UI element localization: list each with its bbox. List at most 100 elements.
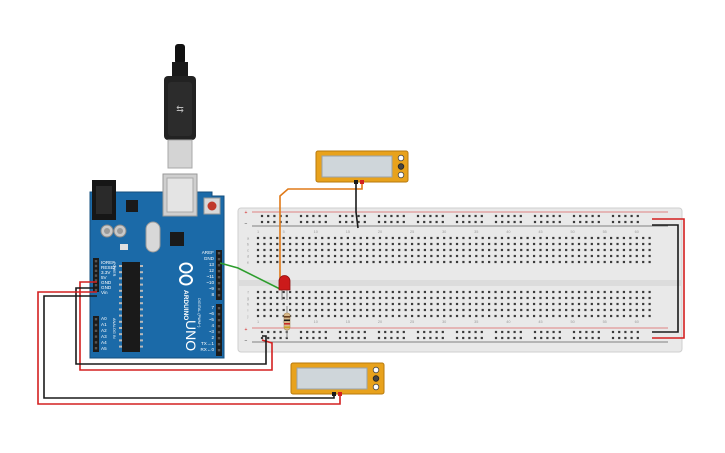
breadboard-hole[interactable] xyxy=(391,254,394,258)
breadboard-hole[interactable] xyxy=(629,260,632,264)
breadboard-hole[interactable] xyxy=(577,314,581,318)
breadboard-hole[interactable] xyxy=(402,336,405,340)
breadboard-hole[interactable] xyxy=(545,314,548,318)
breadboard-hole[interactable] xyxy=(526,302,529,306)
breadboard-hole[interactable] xyxy=(603,254,606,258)
breadboard-hole[interactable] xyxy=(622,236,626,240)
breadboard-hole[interactable] xyxy=(378,308,382,312)
breadboard-hole[interactable] xyxy=(260,220,264,224)
breadboard-hole[interactable] xyxy=(545,308,548,312)
breadboard-hole[interactable] xyxy=(500,236,504,240)
breadboard-hole[interactable] xyxy=(404,296,407,300)
breadboard-hole[interactable] xyxy=(443,302,446,306)
wire-orange-meter-to-led[interactable] xyxy=(279,183,363,278)
breadboard-hole[interactable] xyxy=(611,330,615,334)
header-pin-socket[interactable] xyxy=(217,325,221,328)
breadboard-hole[interactable] xyxy=(480,330,483,334)
breadboard-hole[interactable] xyxy=(571,254,574,258)
breadboard-hole[interactable] xyxy=(500,314,504,318)
breadboard-hole[interactable] xyxy=(546,336,549,340)
breadboard-hole[interactable] xyxy=(611,336,615,340)
breadboard-hole[interactable] xyxy=(308,242,311,246)
breadboard-hole[interactable] xyxy=(622,248,626,252)
breadboard-hole[interactable] xyxy=(282,242,285,246)
breadboard-hole[interactable] xyxy=(289,308,292,312)
breadboard-hole[interactable] xyxy=(391,260,394,264)
multimeter-top-probe-a-icon[interactable] xyxy=(397,154,405,162)
breadboard-hole[interactable] xyxy=(263,254,266,258)
breadboard-hole[interactable] xyxy=(540,220,543,224)
breadboard-hole[interactable] xyxy=(289,296,292,300)
breadboard-hole[interactable] xyxy=(494,336,498,340)
breadboard-hole[interactable] xyxy=(474,214,477,218)
breadboard-hole[interactable] xyxy=(571,242,574,246)
breadboard-hole[interactable] xyxy=(398,302,401,306)
breadboard-hole[interactable] xyxy=(308,254,311,258)
breadboard-hole[interactable] xyxy=(500,308,504,312)
multimeter-bottom-terminal-pos[interactable] xyxy=(338,392,342,396)
breadboard-hole[interactable] xyxy=(630,336,633,340)
header-pin-socket[interactable] xyxy=(217,331,221,334)
breadboard-hole[interactable] xyxy=(624,220,627,224)
breadboard-hole[interactable] xyxy=(494,330,498,334)
breadboard-hole[interactable] xyxy=(391,242,394,246)
breadboard-hole[interactable] xyxy=(584,260,587,264)
breadboard-hole[interactable] xyxy=(552,308,555,312)
breadboard-hole[interactable] xyxy=(462,308,465,312)
breadboard-hole[interactable] xyxy=(256,248,260,252)
breadboard-hole[interactable] xyxy=(443,308,446,312)
breadboard-hole[interactable] xyxy=(430,296,433,300)
breadboard-hole[interactable] xyxy=(532,308,536,312)
breadboard-hole[interactable] xyxy=(468,290,471,294)
breadboard-hole[interactable] xyxy=(276,248,279,252)
breadboard-hole[interactable] xyxy=(314,302,317,306)
breadboard-hole[interactable] xyxy=(308,314,311,318)
breadboard-hole[interactable] xyxy=(635,302,638,306)
breadboard-hole[interactable] xyxy=(616,236,619,240)
breadboard-hole[interactable] xyxy=(338,330,342,334)
breadboard-hole[interactable] xyxy=(346,302,349,306)
breadboard-hole[interactable] xyxy=(597,302,600,306)
wire-red-rail-jumper[interactable] xyxy=(652,218,685,339)
breadboard-hole[interactable] xyxy=(436,296,439,300)
breadboard-hole[interactable] xyxy=(295,236,298,240)
breadboard-hole[interactable] xyxy=(571,302,574,306)
breadboard-hole[interactable] xyxy=(327,260,330,264)
breadboard-hole[interactable] xyxy=(629,302,632,306)
header-pin-socket[interactable] xyxy=(94,260,98,263)
breadboard-hole[interactable] xyxy=(500,248,504,252)
breadboard-hole[interactable] xyxy=(346,260,349,264)
breadboard-hole[interactable] xyxy=(391,314,394,318)
breadboard-hole[interactable] xyxy=(378,302,382,306)
header-pin-socket[interactable] xyxy=(217,319,221,322)
breadboard-hole[interactable] xyxy=(314,296,317,300)
breadboard-hole[interactable] xyxy=(308,296,311,300)
breadboard-hole[interactable] xyxy=(455,248,459,252)
breadboard-hole[interactable] xyxy=(423,302,427,306)
breadboard-hole[interactable] xyxy=(475,260,478,264)
multimeter-bottom-terminal-neg[interactable] xyxy=(332,392,336,396)
breadboard-hole[interactable] xyxy=(299,336,303,340)
resistor[interactable] xyxy=(283,306,291,338)
breadboard-hole[interactable] xyxy=(584,242,587,246)
breadboard-hole[interactable] xyxy=(353,296,356,300)
breadboard-hole[interactable] xyxy=(385,290,388,294)
breadboard-hole[interactable] xyxy=(618,220,621,224)
breadboard-hole[interactable] xyxy=(480,220,483,224)
breadboard-hole[interactable] xyxy=(494,314,497,318)
breadboard-hole[interactable] xyxy=(500,290,504,294)
breadboard-hole[interactable] xyxy=(359,314,362,318)
breadboard-hole[interactable] xyxy=(475,296,478,300)
breadboard-hole[interactable] xyxy=(333,308,337,312)
breadboard-hole[interactable] xyxy=(468,296,471,300)
breadboard-hole[interactable] xyxy=(372,296,375,300)
breadboard-hole[interactable] xyxy=(635,290,638,294)
breadboard-hole[interactable] xyxy=(455,242,459,246)
breadboard-hole[interactable] xyxy=(449,254,452,258)
breadboard-hole[interactable] xyxy=(289,242,292,246)
breadboard-hole[interactable] xyxy=(520,236,523,240)
breadboard-hole[interactable] xyxy=(558,220,561,224)
header-pin-socket[interactable] xyxy=(217,294,221,297)
breadboard-hole[interactable] xyxy=(545,248,548,252)
breadboard-hole[interactable] xyxy=(635,242,638,246)
